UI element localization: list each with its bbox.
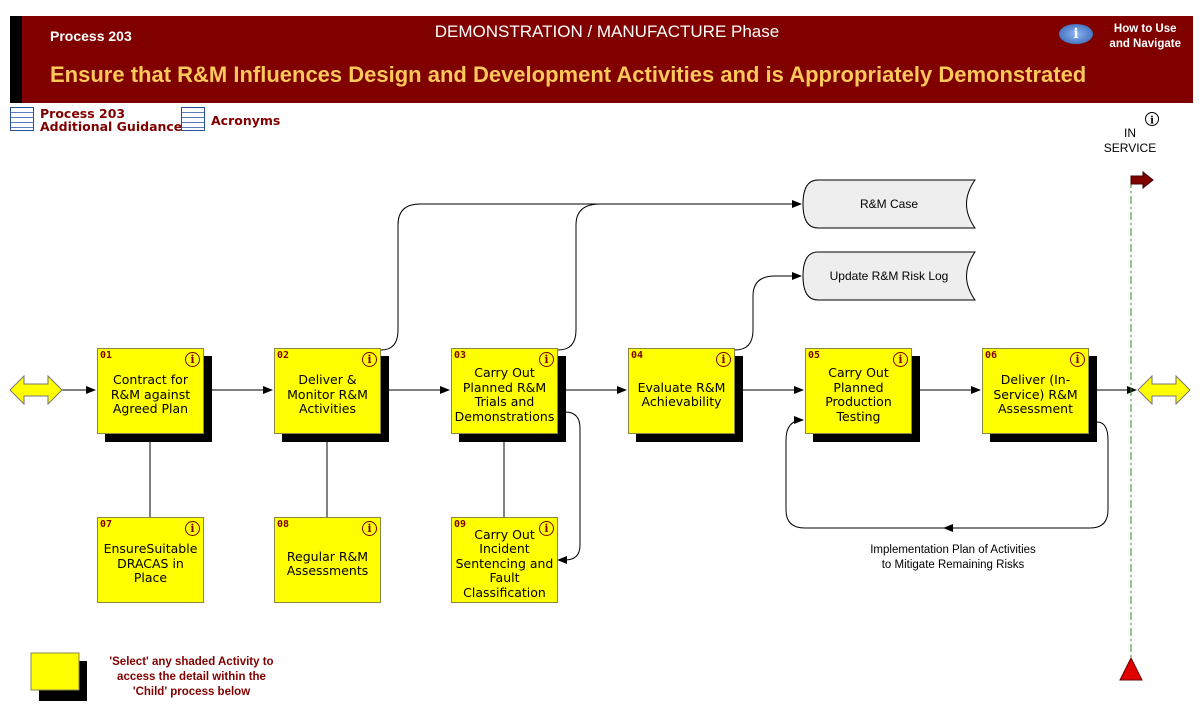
process-number: Process 203 xyxy=(50,28,132,44)
flow-to-case xyxy=(557,203,601,351)
guidance-line2: Additional Guidance xyxy=(40,119,183,134)
page-title: Ensure that R&M Influences Design and De… xyxy=(50,62,1087,87)
activity-number: 04 xyxy=(631,350,644,361)
table-icon xyxy=(181,107,205,131)
activity-label: Carry Out Planned Production Testing xyxy=(825,365,892,424)
activity-label: EnsureSuitable DRACAS in Place xyxy=(103,541,198,586)
in-service-line2: SERVICE xyxy=(1103,141,1157,155)
activity-number: 06 xyxy=(985,350,998,361)
activity-number: 07 xyxy=(100,519,113,530)
help-line2: and Navigate xyxy=(1109,38,1181,50)
rm-case-shape xyxy=(802,179,976,229)
activity-number: 08 xyxy=(277,519,290,530)
risk-log-shape xyxy=(802,251,976,301)
info-icon[interactable]: i xyxy=(362,521,377,536)
guidance-line1: Process 203 xyxy=(40,106,126,121)
how-to-use-link[interactable]: How to Use and Navigate xyxy=(1109,22,1181,52)
activity-number: 09 xyxy=(454,519,467,530)
feedback-loop xyxy=(785,416,1109,529)
legend-swatch xyxy=(30,652,80,691)
activity-label: Deliver & Monitor R&M Activities xyxy=(287,372,368,417)
activity-number: 02 xyxy=(277,350,290,361)
info-icon[interactable]: i xyxy=(539,521,554,536)
svg-text:i: i xyxy=(1150,116,1154,127)
input-double-arrow xyxy=(9,374,63,406)
header-banner: Process 203 DEMONSTRATION / MANUFACTURE … xyxy=(10,16,1193,103)
activity-number: 05 xyxy=(808,350,821,361)
help-line1: How to Use xyxy=(1113,23,1177,35)
info-icon[interactable]: i xyxy=(185,521,200,536)
activity-label: Contract for R&M against Agreed Plan xyxy=(110,372,191,417)
flow-to-09 xyxy=(557,411,581,564)
acronyms-link[interactable]: Acronyms xyxy=(181,107,280,131)
activity-label: Carry Out Planned R&M Trials and Demonst… xyxy=(454,365,555,424)
activity-number: 03 xyxy=(454,350,467,361)
milestone-triangle-icon xyxy=(1119,656,1143,681)
phase-title: DEMONSTRATION / MANUFACTURE Phase xyxy=(434,22,780,41)
info-icon[interactable]: i xyxy=(716,352,731,367)
output-double-arrow xyxy=(1137,374,1191,406)
flow-to-case xyxy=(380,200,802,351)
activity-label: Evaluate R&M Achievability xyxy=(637,379,726,409)
in-service-line1: IN xyxy=(1124,126,1136,140)
info-icon[interactable]: i xyxy=(1059,24,1093,44)
in-service-arrow-icon xyxy=(1130,170,1154,190)
activity-label: Regular R&M Assessments xyxy=(286,548,369,578)
note-line2: to Mitigate Remaining Risks xyxy=(881,559,1025,571)
in-service-info-icon[interactable] xyxy=(1145,112,1159,126)
table-icon xyxy=(10,107,34,131)
rm-case-label: R&M Case xyxy=(859,197,918,211)
acronyms-label: Acronyms xyxy=(211,113,281,128)
feedback-note: Implementation Plan of Activities to Miti… xyxy=(800,543,1106,573)
note-line1: Implementation Plan of Activities xyxy=(870,544,1036,556)
flow-to-risklog xyxy=(734,272,802,351)
info-icon[interactable]: i xyxy=(893,352,908,367)
activity-label: Carry Out Incident Sentencing and Fault … xyxy=(455,526,554,600)
risk-log-label: Update R&M Risk Log xyxy=(829,269,949,283)
activity-label: Deliver (In-Service) R&M Assessment xyxy=(993,372,1078,417)
info-icon[interactable]: i xyxy=(539,352,554,367)
info-icon[interactable]: i xyxy=(1070,352,1085,367)
legend-text: 'Select' any shaded Activity to access t… xyxy=(109,656,274,698)
activity-number: 01 xyxy=(100,350,113,361)
info-icon[interactable]: i xyxy=(185,352,200,367)
sub-links xyxy=(149,433,505,517)
info-icon[interactable]: i xyxy=(362,352,377,367)
